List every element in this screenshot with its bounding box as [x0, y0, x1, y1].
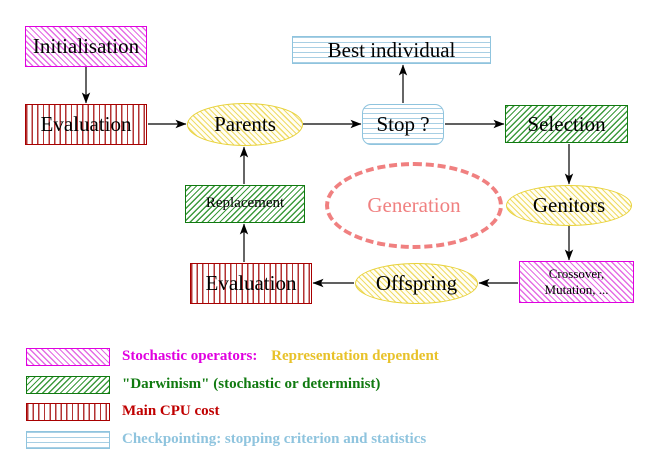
legend-text-main-cpu-cost: Main CPU cost — [122, 403, 220, 419]
node-parents-label: Parents — [214, 112, 276, 137]
node-replacement[interactable]: Replacement — [185, 185, 305, 223]
node-evaluation-bottom-label: Evaluation — [205, 271, 297, 296]
node-generation-label: Generation — [367, 193, 461, 217]
node-selection[interactable]: Selection — [505, 105, 628, 143]
node-evaluation-top[interactable]: Evaluation — [25, 104, 147, 145]
node-evaluation-bottom[interactable]: Evaluation — [190, 263, 312, 304]
node-best-individual-label: Best individual — [327, 37, 456, 62]
node-initialisation[interactable]: Initialisation — [25, 26, 147, 67]
node-offspring-label: Offspring — [375, 271, 458, 296]
node-selection-label: Selection — [527, 111, 606, 136]
node-crossover-label-line2: Mutation, ... — [544, 282, 609, 297]
node-genitors-label: Genitors — [532, 193, 606, 218]
node-genitors[interactable]: Genitors — [506, 185, 632, 226]
node-replacement-label: Replacement — [205, 195, 285, 212]
legend-swatch-darwinism — [26, 376, 110, 394]
legend-text-stochastic-operators: Stochastic operators: Representation dep… — [122, 348, 439, 365]
legend-swatch-stochastic-operators — [26, 348, 110, 366]
legend-text-checkpointing: Checkpointing: stopping criterion and st… — [122, 431, 427, 447]
node-stop[interactable]: Stop ? — [362, 104, 444, 145]
legend-swatch-checkpointing — [26, 431, 110, 449]
node-crossover-label-line1: Crossover, — [548, 265, 605, 281]
node-initialisation-label: Initialisation — [32, 34, 140, 59]
node-stop-label: Stop ? — [376, 112, 430, 137]
legend-swatch-main-cpu-cost — [26, 403, 110, 421]
node-crossover-mutation[interactable]: Crossover, Mutation, ... — [519, 261, 634, 303]
node-offspring[interactable]: Offspring — [355, 263, 478, 304]
node-parents[interactable]: Parents — [187, 103, 303, 146]
legend-label-stochastic-operators: Stochastic operators: — [122, 348, 258, 364]
legend-label-representation-dependent: Representation dependent — [271, 348, 439, 364]
legend-text-darwinism: "Darwinism" (stochastic or determinist) — [122, 376, 381, 392]
node-generation-loop: Generation — [325, 162, 503, 249]
node-best-individual[interactable]: Best individual — [292, 36, 491, 64]
node-evaluation-top-label: Evaluation — [40, 112, 132, 137]
